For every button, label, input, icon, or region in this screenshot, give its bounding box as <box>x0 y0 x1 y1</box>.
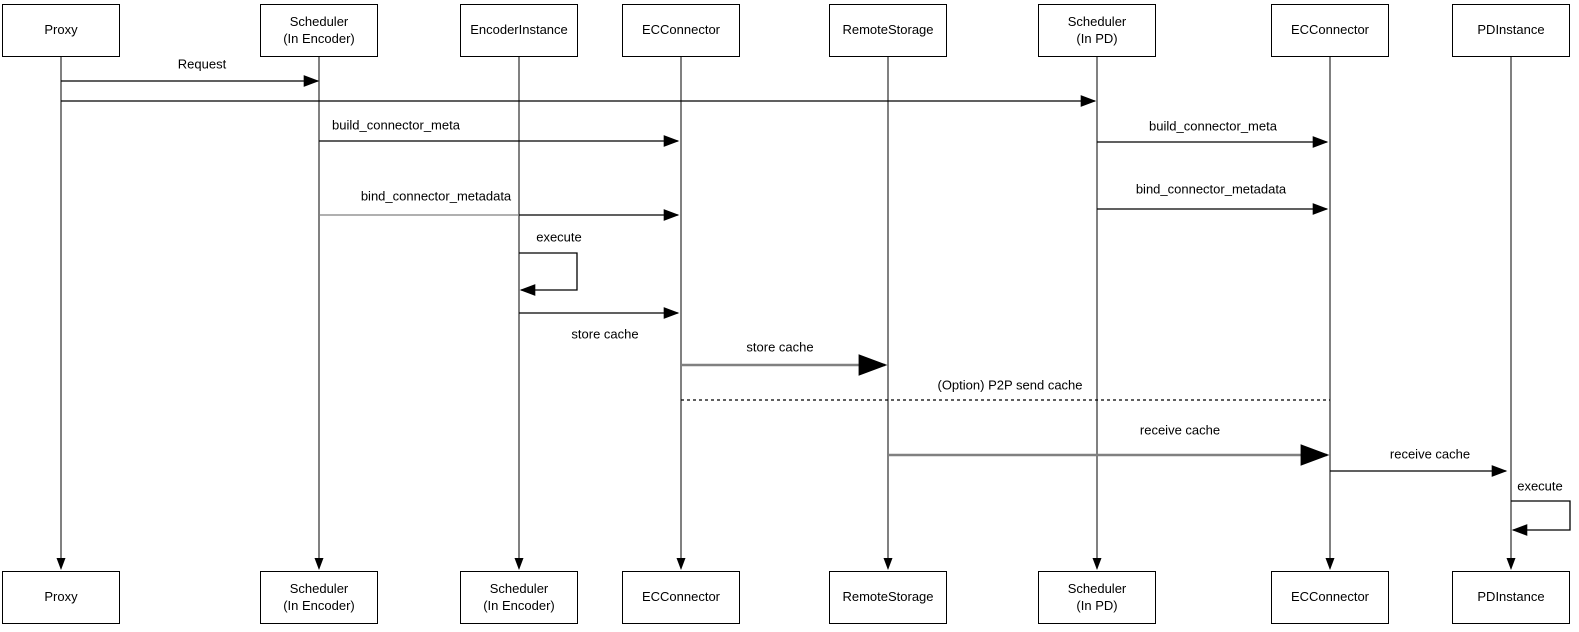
message-label-request: Request <box>177 56 227 72</box>
message-label-p2p-send-cache: (Option) P2P send cache <box>937 377 1083 393</box>
self-loop-execute-pd <box>1511 500 1571 536</box>
actor-box-bottom-pd-instance: PDInstance <box>1452 571 1570 624</box>
actor-box-top-ec-connector-1: ECConnector <box>622 4 740 57</box>
actor-box-top-scheduler-encoder: Scheduler (In Encoder) <box>260 4 378 57</box>
actor-box-bottom-encoder-instance: Scheduler (In Encoder) <box>460 571 578 624</box>
actor-box-bottom-scheduler-encoder: Scheduler (In Encoder) <box>260 571 378 624</box>
actor-box-bottom-scheduler-pd: Scheduler (In PD) <box>1038 571 1156 624</box>
actor-box-top-remote-storage: RemoteStorage <box>829 4 947 57</box>
actor-box-top-ec-connector-2: ECConnector <box>1271 4 1389 57</box>
message-label-store-cache-to-connector: store cache <box>571 326 639 342</box>
actor-box-top-scheduler-pd: Scheduler (In PD) <box>1038 4 1156 57</box>
actor-box-bottom-proxy: Proxy <box>2 571 120 624</box>
actor-box-top-proxy: Proxy <box>2 4 120 57</box>
message-label-build-connector-meta-encoder: build_connector_meta <box>332 117 460 133</box>
actor-box-bottom-ec-connector-1: ECConnector <box>622 571 740 624</box>
actor-box-bottom-ec-connector-2: ECConnector <box>1271 571 1389 624</box>
actor-box-bottom-remote-storage: RemoteStorage <box>829 571 947 624</box>
message-label-receive-cache-to-pd: receive cache <box>1389 446 1471 462</box>
message-label-bind-connector-metadata-pd: bind_connector_metadata <box>1135 181 1287 197</box>
actor-box-top-encoder-instance: EncoderInstance <box>460 4 578 57</box>
loop-label-execute-pd: execute <box>1517 478 1563 494</box>
message-label-receive-cache-from-remote: receive cache <box>1139 422 1221 438</box>
message-label-bind-connector-metadata-encoder: bind_connector_metadata <box>360 188 512 204</box>
message-label-build-connector-meta-pd: build_connector_meta <box>1149 118 1277 134</box>
self-loop-execute-encoder <box>519 252 578 296</box>
actor-box-top-pd-instance: PDInstance <box>1452 4 1570 57</box>
message-label-store-cache-to-remote: store cache <box>746 339 814 355</box>
loop-label-execute-encoder: execute <box>536 229 582 245</box>
